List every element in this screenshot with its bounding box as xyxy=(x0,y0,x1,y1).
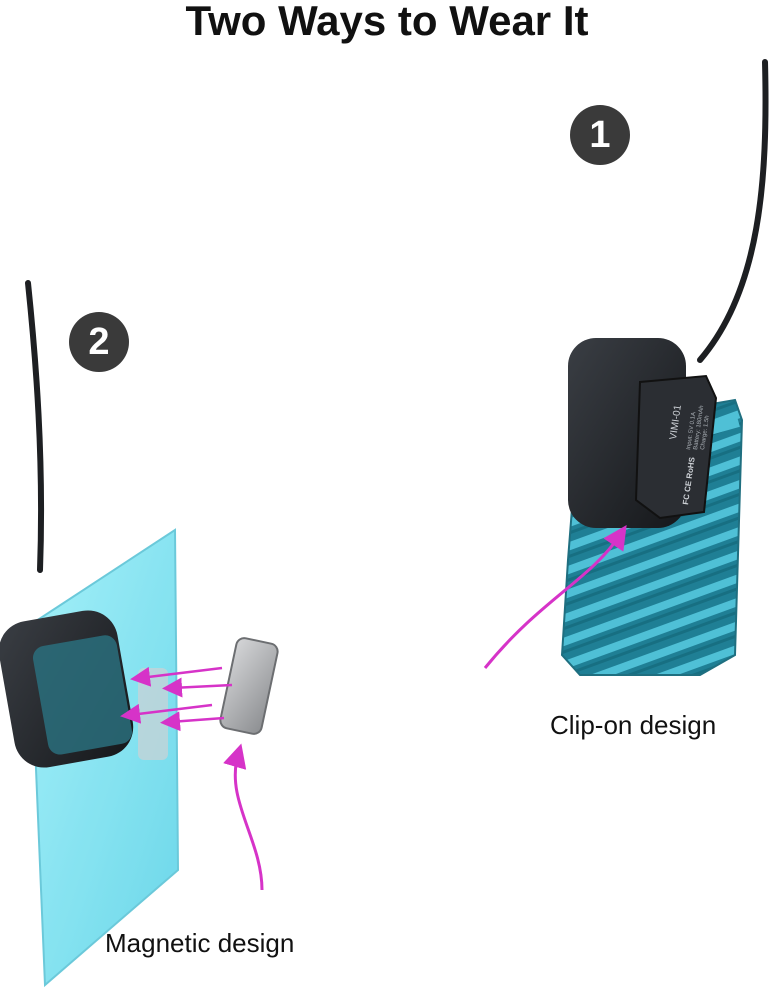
arrow-magnet-2 xyxy=(162,677,233,698)
method-1-badge: 1 xyxy=(570,105,630,165)
magnetic-device-plate xyxy=(32,635,132,755)
magnetic-plate xyxy=(219,637,279,735)
clip-plate xyxy=(634,374,718,520)
device-spec-line-1: Input: 5V 0.1A xyxy=(686,412,697,450)
page-title: Two Ways to Wear It xyxy=(185,0,589,44)
device-model-label: VIMI-01 xyxy=(668,404,684,441)
arrow-magnet-1 xyxy=(130,666,223,687)
arrow-clip xyxy=(483,525,627,669)
clip-on-illustration: VIMI-01 Input: 5V 0.1A Battery: 180mAh C… xyxy=(483,59,769,676)
method-2-badge: 2 xyxy=(69,312,129,372)
magnet-ghost xyxy=(138,668,168,760)
cable-1 xyxy=(697,59,769,363)
arrow-plate xyxy=(223,743,264,891)
clip-on-caption: Clip-on design xyxy=(550,710,717,740)
magnetic-caption: Magnetic design xyxy=(105,928,295,958)
cable-2 xyxy=(25,280,45,573)
device-spec-line-3: Charge: 1.5h xyxy=(700,415,711,450)
arrow-magnet-3 xyxy=(120,703,213,724)
arrow-magnet-4 xyxy=(160,711,225,732)
magnetic-illustration xyxy=(0,280,279,988)
